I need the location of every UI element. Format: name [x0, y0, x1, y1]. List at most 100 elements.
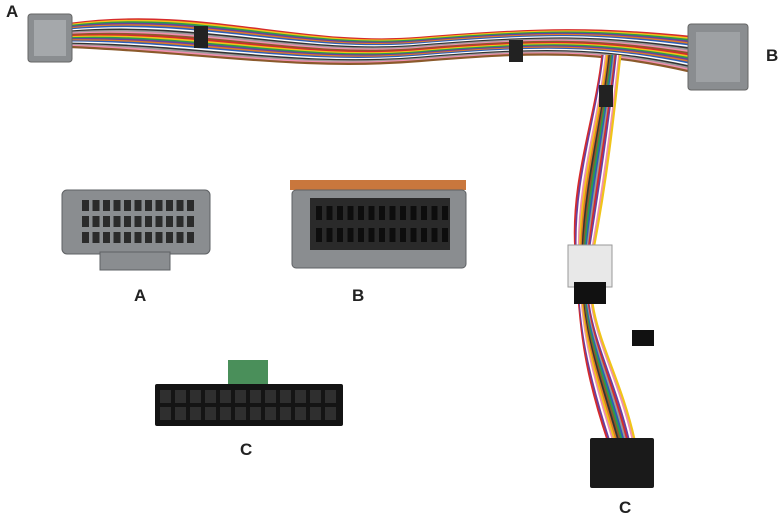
pin-cavity: [400, 228, 406, 242]
pin-cavity: [389, 228, 396, 242]
pin-cavity: [265, 390, 276, 403]
pin-cavity: [82, 232, 89, 243]
connector-c: [590, 438, 654, 488]
label-detail-c: C: [240, 440, 253, 459]
pin-cavity: [155, 200, 163, 211]
pin-cavity: [145, 232, 152, 243]
pin-cavity: [316, 228, 322, 242]
pin-cavity: [431, 228, 438, 242]
pin-cavity: [280, 390, 291, 403]
pin-cavity: [82, 216, 89, 227]
pin-cavity: [187, 232, 194, 243]
pin-cavity: [280, 407, 291, 420]
pin-cavity: [190, 390, 201, 403]
pin-cavity: [250, 390, 261, 403]
pin-cavity: [134, 200, 142, 211]
pin-cavity: [175, 390, 186, 403]
pin-cavity: [176, 232, 184, 243]
pin-cavity: [134, 216, 142, 227]
pin-cavity: [325, 390, 336, 403]
label-harness-b: B: [766, 46, 779, 65]
pin-cavity: [155, 232, 163, 243]
pin-cavity: [205, 390, 216, 403]
detail-connector-b: [290, 180, 467, 269]
pin-cavity: [176, 200, 184, 211]
pin-cavity: [166, 216, 173, 227]
label-detail-b: B: [352, 286, 365, 305]
pin-cavity: [187, 200, 194, 211]
pin-cavity: [113, 200, 121, 211]
pin-cavity: [155, 216, 163, 227]
pin-cavity: [176, 216, 184, 227]
pin-cavity: [92, 200, 100, 211]
tape-wrap: [194, 26, 208, 48]
pin-cavity: [190, 407, 201, 420]
pin-cavity: [421, 228, 427, 242]
pin-cavity: [205, 407, 216, 420]
pin-cavity: [410, 206, 417, 220]
pin-cavity: [310, 407, 321, 420]
pin-cavity: [166, 232, 173, 243]
pin-cavity: [145, 200, 152, 211]
pin-cavity: [113, 232, 121, 243]
pin-cavity: [187, 216, 194, 227]
pin-cavity: [160, 390, 171, 403]
pin-cavity: [389, 206, 396, 220]
label-detail-a: A: [134, 286, 147, 305]
pin-cavity: [220, 390, 231, 403]
pin-cavity: [220, 407, 231, 420]
pin-cavity: [145, 216, 152, 227]
pin-cavity: [103, 232, 110, 243]
connector-b: [687, 23, 749, 91]
pin-cavity: [326, 206, 333, 220]
tape-wrap: [509, 40, 523, 62]
pin-cavity: [235, 390, 246, 403]
detail-connector-a: [61, 189, 211, 271]
pin-cavity: [295, 407, 306, 420]
pin-cavity: [337, 206, 343, 220]
pin-cavity: [368, 206, 375, 220]
pin-cavity: [92, 232, 100, 243]
pin-cavity: [358, 228, 364, 242]
pin-cavity: [431, 206, 438, 220]
pin-cavity: [265, 407, 276, 420]
pin-cavity: [442, 206, 448, 220]
label-harness-c: C: [619, 498, 632, 517]
pin-cavity: [347, 228, 354, 242]
pin-cavity: [103, 200, 110, 211]
pin-cavity: [82, 200, 89, 211]
pin-cavity: [250, 407, 261, 420]
pin-cavity: [166, 200, 173, 211]
pin-cavity: [103, 216, 110, 227]
pin-cavity: [124, 216, 131, 227]
pin-cavity: [134, 232, 142, 243]
pin-cavity: [337, 228, 343, 242]
connector-a: [27, 13, 73, 63]
pin-cavity: [235, 407, 246, 420]
pin-cavity: [325, 407, 336, 420]
pin-cavity: [295, 390, 306, 403]
pin-cavity: [358, 206, 364, 220]
pin-cavity: [347, 206, 354, 220]
label-harness-a: A: [6, 2, 19, 21]
pin-cavity: [310, 390, 321, 403]
inline-relay: [567, 244, 654, 346]
tape-wrap: [599, 85, 613, 107]
pin-cavity: [368, 228, 375, 242]
pin-cavity: [410, 228, 417, 242]
pin-cavity: [124, 232, 131, 243]
pin-cavity: [124, 200, 131, 211]
pin-cavity: [160, 407, 171, 420]
pin-cavity: [379, 228, 385, 242]
pin-cavity: [316, 206, 322, 220]
pin-cavity: [442, 228, 448, 242]
pin-cavity: [113, 216, 121, 227]
detail-connector-c: [155, 360, 343, 426]
pin-cavity: [175, 407, 186, 420]
pin-cavity: [92, 216, 100, 227]
pin-cavity: [326, 228, 333, 242]
pin-cavity: [379, 206, 385, 220]
pin-cavity: [421, 206, 427, 220]
